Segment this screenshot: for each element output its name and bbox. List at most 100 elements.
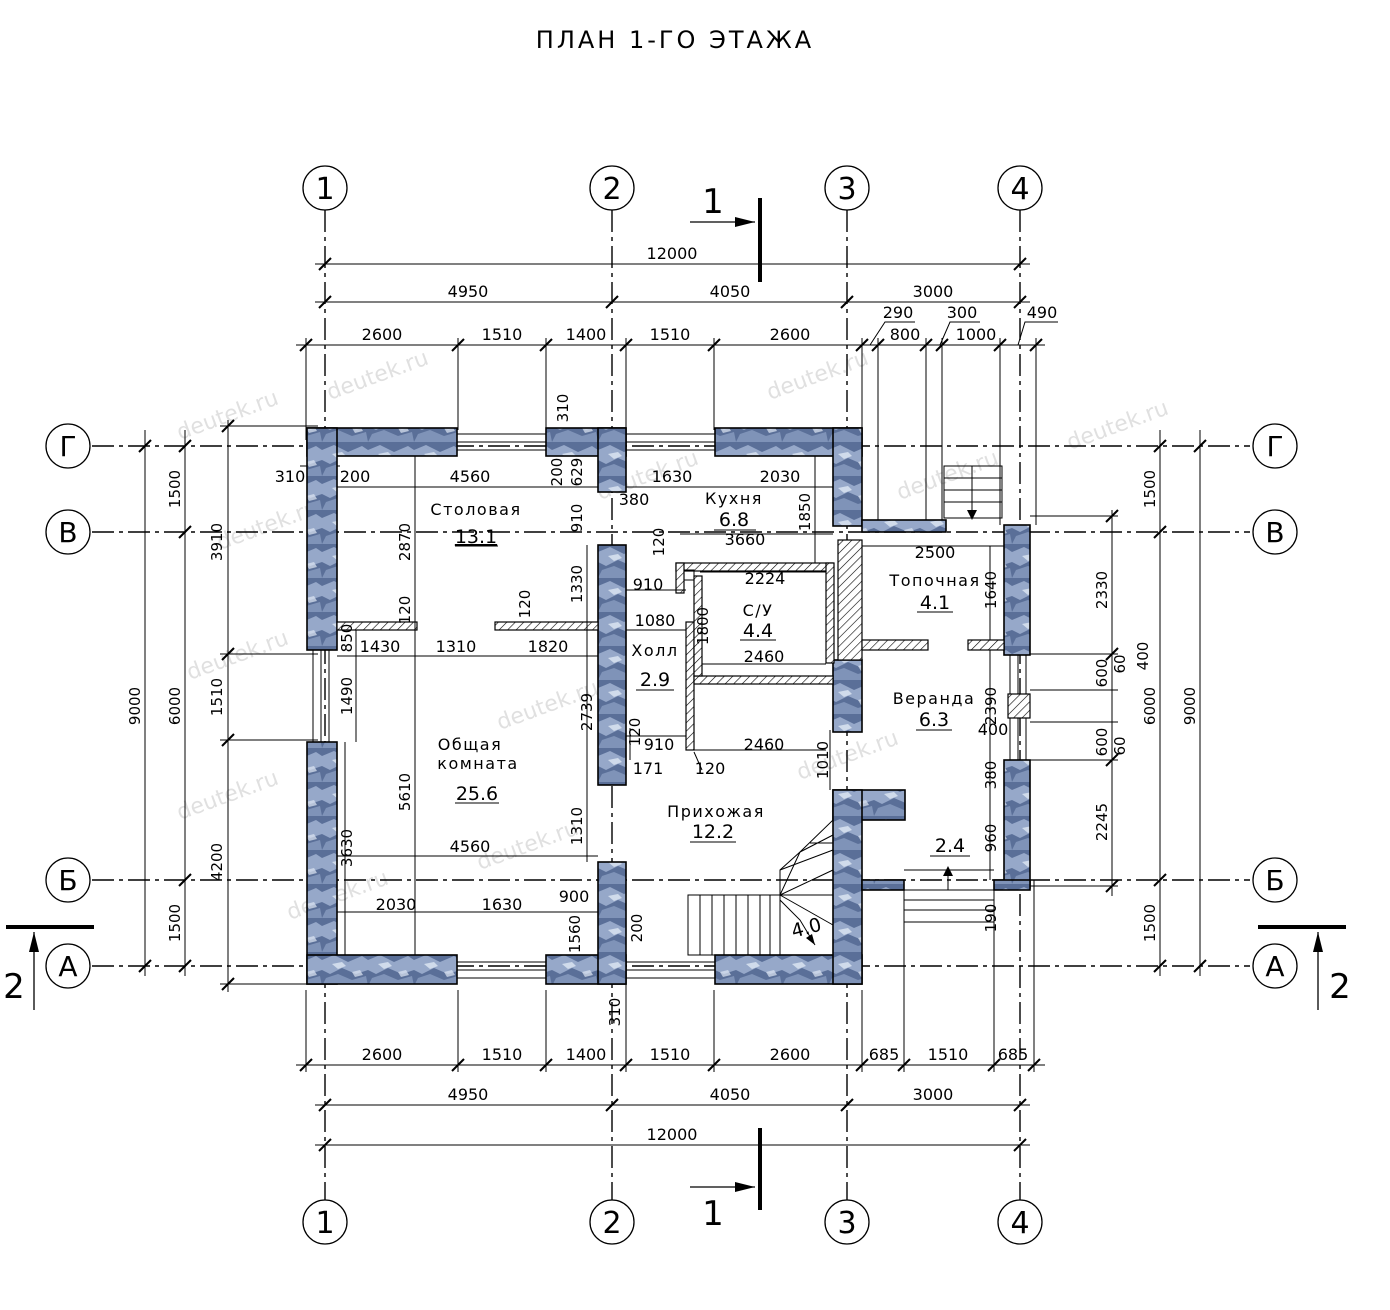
axis-label: 4 (1010, 172, 1029, 207)
room-name: комната (437, 754, 518, 773)
dim-label: 4560 (450, 467, 491, 486)
section-marker-1-top: 1 (690, 182, 762, 282)
axis-label: Г (1266, 430, 1283, 463)
dimensions-right: 9000 6000 1500 1500 2330 2245 600 600 60… (1030, 430, 1207, 976)
dim-label: 400 (1134, 642, 1152, 671)
dim-label: 2600 (362, 1045, 403, 1064)
dim-label: 1640 (982, 571, 1000, 609)
inner-dimension-labels: 200 4560 200 629 310 1630 2030 380 1850 … (338, 394, 1008, 953)
dim-label: 2600 (770, 1045, 811, 1064)
room-name: Прихожая (667, 802, 765, 821)
dim-label: 1430 (360, 637, 401, 656)
dim-label: 12000 (647, 1125, 698, 1144)
axis-label: Б (1265, 864, 1284, 897)
room-name: С/У (743, 601, 774, 620)
dim-label: 200 (548, 458, 566, 487)
dim-label: 380 (619, 490, 650, 509)
dim-label: 310 (554, 394, 572, 423)
dim-label: 190 (982, 904, 1000, 933)
dim-label: 2390 (982, 687, 1000, 725)
window-openings (312, 433, 1031, 979)
dim-label: 1630 (652, 467, 693, 486)
dim-label: 2500 (915, 543, 956, 562)
axis-label: 2 (602, 1206, 621, 1241)
dimensions-top: 12000 4950 4050 3000 2600 1510 1400 1510… (296, 244, 1058, 352)
section-label: 1 (702, 182, 724, 222)
room-area: 4.1 (920, 592, 950, 614)
dim-label: 2330 (1093, 571, 1111, 609)
dim-label: 1500 (1141, 904, 1159, 942)
watermark-text: deutek.ru (324, 346, 432, 406)
dimensions-bottom: 2600 1510 1400 1510 2600 685 1510 685 49… (296, 966, 1045, 1152)
room-area: 4.0 (789, 914, 824, 943)
dim-label: 910 (644, 735, 675, 754)
watermark-text: deutek.ru (794, 726, 902, 786)
dim-label: 900 (559, 887, 590, 906)
dim-label: 290 (883, 303, 914, 322)
axis-markers-right: Г В Б А (1252, 423, 1298, 989)
watermark-text: deutek.ru (184, 626, 292, 686)
axis-label: А (58, 950, 77, 983)
dim-label: 6000 (166, 687, 184, 725)
dim-label: 600 (1093, 659, 1111, 688)
dim-label: 1510 (650, 325, 691, 344)
axis-label: 1 (315, 172, 334, 207)
axis-label: В (58, 516, 77, 549)
axis-markers-left: Г В Б А (45, 423, 91, 989)
dim-label: 1490 (338, 677, 356, 715)
room-name: Холл (631, 641, 678, 660)
dim-label: 2030 (760, 467, 801, 486)
room-area: 13.1 (455, 526, 497, 548)
dim-label: 4560 (450, 837, 491, 856)
dim-label: 1510 (482, 325, 523, 344)
dim-label: 1330 (568, 565, 586, 603)
dim-label: 910 (633, 575, 664, 594)
dim-label: 2739 (578, 693, 596, 731)
dim-label: 960 (982, 824, 1000, 853)
room-name: Топочная (888, 571, 980, 590)
room-area: 2.4 (935, 835, 965, 857)
axis-label: 3 (837, 1206, 856, 1241)
dim-label: 200 (628, 914, 646, 943)
dim-label: 120 (695, 759, 726, 778)
section-label: 1 (702, 1194, 724, 1234)
dim-label: 12000 (647, 244, 698, 263)
dim-label: 600 (1093, 728, 1111, 757)
room-name: Общая (438, 735, 502, 754)
watermark-text: deutek.ru (214, 496, 322, 556)
dim-label: 910 (568, 504, 586, 533)
dim-label: 685 (998, 1045, 1029, 1064)
dim-label: 120 (516, 590, 534, 619)
watermark-text: deutek.ru (894, 446, 1002, 506)
dim-label: 1800 (694, 607, 712, 645)
room-name: Кухня (705, 489, 763, 508)
dim-label: 9000 (126, 687, 144, 725)
dim-label: 1500 (166, 470, 184, 508)
dim-label: 685 (869, 1045, 900, 1064)
dim-label: 5610 (396, 773, 414, 811)
axis-label: 3 (837, 172, 856, 207)
dim-label: 2030 (376, 895, 417, 914)
axis-label: Б (58, 864, 77, 897)
dim-label: 120 (650, 528, 668, 557)
dim-label: 1310 (436, 637, 477, 656)
dimensions-left: 9000 6000 1500 1500 3910 1510 4200 310 (126, 419, 340, 992)
dim-label: 60 (1111, 736, 1129, 755)
room-area: 12.2 (692, 821, 734, 843)
section-marker-1-bottom: 1 (690, 1128, 762, 1234)
dim-label: 2245 (1093, 803, 1111, 841)
doors (629, 728, 831, 790)
room-area: 6.8 (719, 509, 749, 531)
dim-label: 200 (340, 467, 371, 486)
section-label: 2 (1329, 967, 1351, 1007)
axis-label: А (1265, 950, 1284, 983)
dim-label: 9000 (1181, 687, 1199, 725)
dim-label: 2460 (744, 735, 785, 754)
dim-label: 1310 (568, 807, 586, 845)
dim-label: 310 (275, 467, 306, 486)
room-area: 2.9 (640, 669, 670, 691)
axis-label: Г (59, 430, 76, 463)
dim-label: 1850 (796, 493, 814, 531)
dim-label: 1510 (482, 1045, 523, 1064)
